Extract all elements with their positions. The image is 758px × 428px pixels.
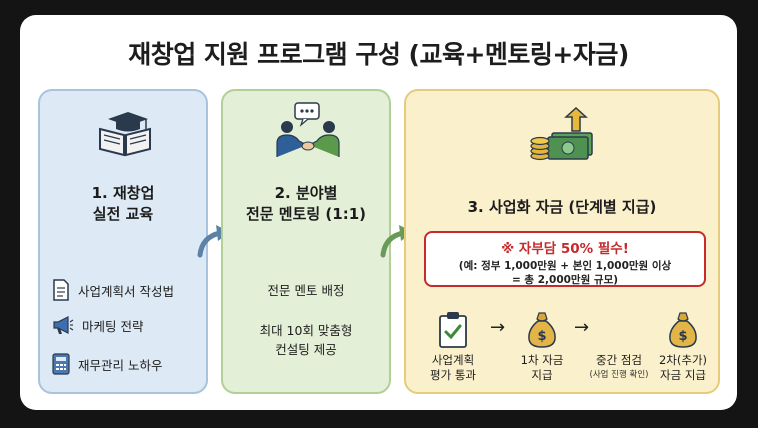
list-item: 마케팅 전략 bbox=[52, 315, 143, 335]
step-second-funding: $ 2차(추가)자금 지급 bbox=[652, 311, 714, 383]
money-bag-icon: $ bbox=[528, 312, 556, 348]
checklist-icon bbox=[439, 312, 467, 348]
panel-education-title: 1. 재창업 실전 교육 bbox=[91, 184, 155, 223]
page-title: 재창업 지원 프로그램 구성 (교육+멘토링+자금) bbox=[128, 40, 629, 69]
mentoring-handshake-icon bbox=[276, 102, 340, 157]
step-arrow-icon: → bbox=[490, 317, 506, 338]
list-item: 사업계획서 작성법 bbox=[52, 279, 174, 301]
book-graduation-icon bbox=[99, 112, 151, 157]
money-bag-icon: $ bbox=[669, 312, 697, 348]
infographic-card: 재창업 지원 프로그램 구성 (교육+멘토링+자금) 1. 재창업 실전 교육 bbox=[20, 15, 737, 410]
mentor-assignment-text: 전문 멘토 배정 bbox=[267, 283, 345, 298]
step-midterm-check: 중간 점검 (사업 진행 확인) bbox=[589, 353, 649, 380]
document-icon bbox=[53, 279, 69, 301]
panel-funding: 3. 사업화 자금 (단계별 지급) ※ 자부담 50% 필수! (예: 정부 … bbox=[404, 89, 720, 394]
megaphone-icon bbox=[53, 316, 74, 334]
svg-text:$: $ bbox=[678, 329, 687, 344]
step-arrow-icon: → bbox=[574, 317, 590, 338]
svg-text:$: $ bbox=[537, 329, 546, 344]
list-item: 재무관리 노하우 bbox=[52, 353, 162, 375]
money-growth-icon bbox=[530, 107, 593, 161]
calculator-icon bbox=[52, 353, 70, 375]
panel-mentoring: 2. 분야별 전문 멘토링 (1:1) 전문 멘토 배정 최대 10회 맞춤형 … bbox=[221, 89, 391, 394]
panel-funding-title: 3. 사업화 자금 (단계별 지급) bbox=[467, 198, 657, 216]
consulting-text: 최대 10회 맞춤형 컨설팅 제공 bbox=[259, 323, 353, 357]
panel-education: 1. 재창업 실전 교육 사업계획서 작성법 마케팅 전략 bbox=[38, 89, 208, 394]
panel-mentoring-title: 2. 분야별 전문 멘토링 (1:1) bbox=[245, 184, 367, 223]
self-funding-notice: ※ 자부담 50% 필수! (예: 정부 1,000만원 + 본인 1,000만… bbox=[424, 231, 706, 287]
